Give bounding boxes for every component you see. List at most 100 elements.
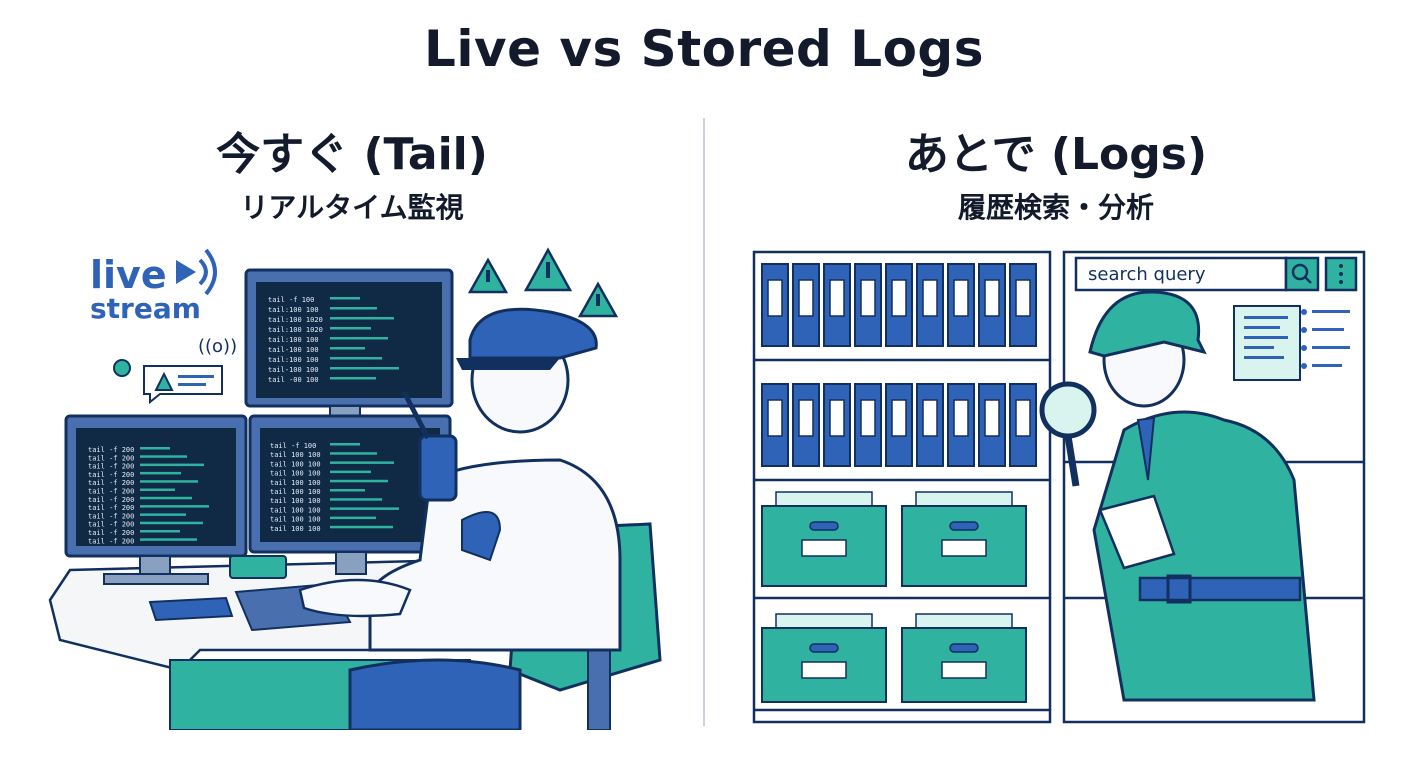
coat-belt (1138, 576, 1302, 602)
terminal-line: tail -f 200 (88, 529, 134, 537)
terminal-line: tail -f 100 (268, 296, 314, 304)
search-icon (1291, 263, 1309, 281)
badge-line-2: stream (90, 292, 201, 325)
badge-line-1: live (90, 253, 167, 297)
binder-label (1015, 279, 1031, 317)
terminal-line: tail -f 200 (88, 446, 134, 454)
terminal-line: tail -f 200 (88, 496, 134, 504)
terminal-line: tail -f 200 (88, 471, 134, 479)
terminal-line: tail 100 100 (270, 516, 321, 524)
terminal-line: tail 100 100 (270, 451, 321, 459)
terminal-log-bar (140, 455, 187, 458)
binder-label (891, 399, 907, 437)
terminal-log-bar (330, 307, 377, 310)
terminal-line: tail 100 100 (270, 470, 321, 478)
binder-label (1015, 399, 1031, 437)
binder-label (891, 279, 907, 317)
officer-cap (468, 307, 598, 360)
terminal-line: tail:100 100 (268, 336, 319, 344)
binder (823, 263, 851, 347)
terminal-log-bar (330, 317, 394, 320)
terminal-line: tail -f 200 (88, 537, 134, 545)
terminal-log-bar (330, 489, 365, 492)
binder-label (798, 279, 814, 317)
tie (1136, 416, 1156, 481)
terminal-line: tail-100 100 (268, 366, 319, 374)
terminal-log-bar (140, 488, 175, 491)
terminal-line: tail 100 100 (270, 525, 321, 533)
search-bar[interactable]: search query (1074, 256, 1358, 292)
box-handle (949, 521, 979, 531)
binder-label (922, 279, 938, 317)
column-divider (703, 118, 705, 726)
terminal-log-bar (330, 470, 371, 474)
binder-label (984, 279, 1000, 317)
terminal-line: tail 100 100 (270, 497, 321, 505)
binder-label (767, 279, 783, 317)
terminal-line: tail -f 200 (88, 521, 134, 529)
binder (761, 263, 789, 347)
box-label (801, 539, 847, 557)
terminal-log-bar (330, 327, 371, 330)
terminal-line: tail:100 100 (268, 306, 319, 314)
terminal-log-bar (140, 447, 170, 450)
search-button[interactable] (1284, 256, 1320, 292)
tail-heading: 今すぐ (Tail) (216, 129, 488, 180)
logs-heading: あとで (Logs) (904, 129, 1208, 180)
deerstalker-hat (1088, 290, 1207, 358)
notepad (1098, 494, 1176, 570)
officer (298, 307, 622, 730)
search-results (1233, 305, 1350, 381)
binder-label (953, 399, 969, 437)
box-handle (809, 521, 839, 531)
terminal-log-bar (140, 463, 204, 467)
stored-logs-illustration: search query (752, 250, 1366, 724)
binder-label (953, 279, 969, 317)
phone (148, 596, 234, 622)
terminal-line: tail -f 200 (88, 512, 134, 520)
terminal-line: tail 100 100 (270, 460, 321, 468)
alert-icon (154, 371, 174, 391)
terminal-log-bar (330, 525, 393, 529)
search-input[interactable]: search query (1088, 264, 1206, 285)
terminal-log-bar (330, 347, 365, 350)
binder-label (798, 399, 814, 437)
terminal-log-bar (330, 297, 360, 300)
terminal-log-bar (330, 452, 377, 455)
play-icon (176, 260, 196, 284)
terminal-line: tail:100 100 (268, 356, 319, 364)
terminal-line: tail -f 200 (88, 463, 134, 471)
terminal-log-bar (330, 443, 360, 446)
terminal-line: tail -f 100 (270, 442, 316, 450)
terminal-line: tail -00 100 (268, 376, 319, 384)
terminal-line: tail 100 100 (270, 488, 321, 496)
terminal-log-bar (330, 461, 394, 464)
terminal-line: tail 100 100 (270, 506, 321, 514)
box-label (941, 661, 987, 679)
binder-label (922, 399, 938, 437)
live-stream-badge: live stream (90, 248, 217, 325)
terminal-line: tail:100 1020 (268, 326, 323, 334)
box-handle (949, 643, 979, 653)
binder-label (984, 399, 1000, 437)
terminal-log-bar (140, 530, 180, 533)
binder-label (767, 399, 783, 437)
terminal-log-bar (140, 538, 197, 541)
terminal-log-bar (330, 479, 388, 483)
magnifying-glass-icon (1039, 381, 1097, 439)
monitor-top: tail -f 100 tail:100 100 tail:100 1020 tail… (244, 268, 454, 419)
terminal-line: tail 100 100 (270, 479, 321, 487)
terminal-log-bar (330, 498, 382, 501)
binder-label (860, 279, 876, 317)
terminal-log-bar (140, 480, 198, 483)
binder-label (829, 399, 845, 437)
terminal-log-bar (330, 377, 376, 380)
terminal-log-bar (140, 521, 203, 525)
box-handle (809, 643, 839, 653)
terminal-line: tail-100 100 (268, 346, 319, 354)
bell-icon (113, 359, 131, 377)
terminal-log-bar (330, 507, 399, 510)
terminal-log-bar (140, 496, 192, 500)
